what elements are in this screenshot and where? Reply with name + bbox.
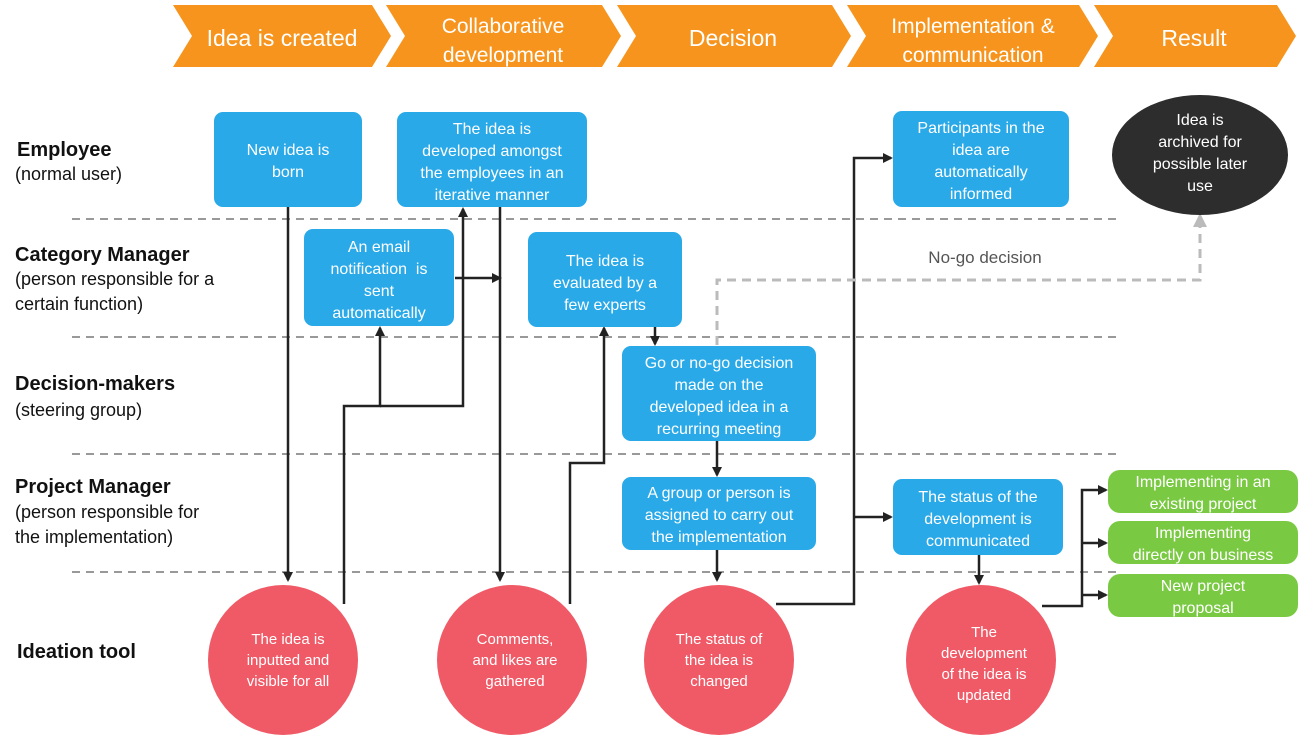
connector-tool-to-participants — [776, 153, 893, 606]
role-title-employee: Employee — [17, 139, 111, 161]
role-title-ideation-tool: Ideation tool — [17, 641, 136, 663]
connectors — [283, 153, 1108, 608]
result-box-new-proposal — [1108, 574, 1298, 617]
lane-separators — [72, 218, 1118, 573]
role-subtitle-decision-makers: (steering group) — [15, 400, 142, 420]
phase-label-result: Result — [1161, 25, 1227, 51]
nogo-label: No-go decision — [928, 248, 1041, 267]
role-title-project-manager: Project Manager — [15, 476, 171, 498]
role-subtitle-employee: (normal user) — [15, 164, 122, 184]
connector-tool-to-evaluated — [568, 326, 609, 604]
connector-tool-to-email — [342, 326, 385, 604]
phase-chevron-implementation — [847, 5, 1098, 67]
role-title-category-manager: Category Manager — [15, 244, 190, 266]
tool-circle-updated — [906, 585, 1056, 735]
process-boxes — [214, 111, 1069, 555]
connector-tool-to-developed — [380, 207, 468, 408]
process-box-email — [304, 229, 454, 326]
role-title-decision-makers: Decision-makers — [15, 373, 175, 395]
phase-chevron-decision — [617, 5, 851, 67]
process-box-status-comm — [893, 479, 1063, 555]
result-archived — [1112, 95, 1288, 215]
phase-chevron-collaborative — [386, 5, 621, 67]
phase-label-implementation: Implementation &communication — [891, 15, 1054, 67]
role-labels: Employee (normal user) Category Manager … — [15, 139, 215, 663]
tool-circles — [208, 585, 1056, 735]
phase-label-decision: Decision — [689, 25, 777, 51]
process-box-new-idea — [214, 112, 362, 207]
process-box-developed — [397, 112, 587, 207]
process-box-participants — [893, 111, 1069, 207]
phase-label-idea-created: Idea is created — [207, 25, 358, 51]
tool-circle-status — [644, 585, 794, 735]
nogo-dashed-connector — [715, 213, 1207, 345]
result-box-impl-existing — [1108, 470, 1298, 513]
result-outcomes — [1108, 470, 1298, 617]
process-box-decision — [622, 346, 816, 441]
process-box-assigned — [622, 477, 816, 550]
tool-circle-comments — [437, 585, 587, 735]
result-box-impl-business — [1108, 521, 1298, 564]
phase-chevron-idea-created — [173, 5, 391, 67]
connector-tool-to-impl-existing — [1042, 485, 1108, 608]
process-box-evaluated — [528, 232, 682, 327]
phase-chevron-result — [1094, 5, 1296, 67]
tool-circle-inputted — [208, 585, 358, 735]
